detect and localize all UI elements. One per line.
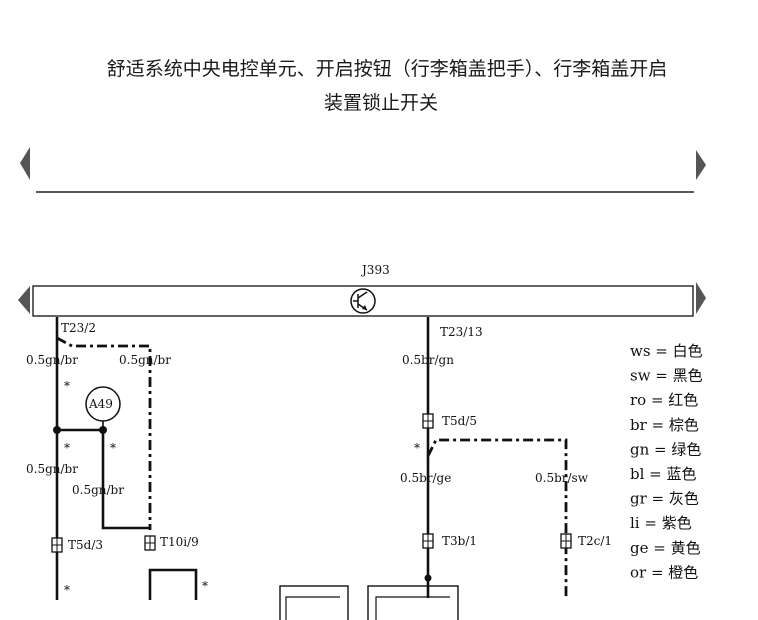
junction-dot — [99, 426, 107, 434]
lower-component-outline — [367, 585, 459, 620]
connector-t5d-3[interactable] — [51, 537, 63, 553]
legend-entry: li = 紫色 — [630, 514, 692, 532]
connector-t2c-1[interactable] — [560, 533, 572, 549]
right-wiring — [426, 317, 568, 600]
note-star: * — [110, 441, 116, 455]
top-nav-bar — [20, 147, 706, 193]
connector-label-t23-2: T23/2 — [61, 321, 96, 335]
lower-component-inner — [285, 596, 340, 620]
legend-entry: ge = 黄色 — [630, 539, 701, 557]
wire-label: 0.5gn/br — [26, 353, 78, 367]
legend-entry: br = 棕色 — [630, 416, 699, 434]
transistor-icon — [350, 288, 376, 314]
legend-entry: gn = 绿色 — [630, 440, 701, 458]
color-legend: ws = 白色 sw = 黑色 ro = 红色 br = 棕色 gn = 绿色 bl = … — [630, 342, 703, 581]
junction-dot — [424, 574, 432, 582]
nav-right-arrow[interactable] — [696, 150, 706, 180]
connector-t5d-5[interactable] — [422, 413, 434, 429]
control-unit-box — [32, 285, 694, 317]
diagram-title-line-1: 舒适系统中央电控单元、开启按钮（行李箱盖把手）、行李箱盖开启 — [106, 58, 668, 80]
control-unit-j393[interactable] — [18, 282, 706, 317]
legend-entry: gr = 灰色 — [630, 490, 699, 508]
note-star: * — [202, 579, 208, 593]
wire-label: 0.5br/gn — [402, 353, 454, 367]
left-wiring — [55, 317, 198, 600]
legend-entry: ro = 红色 — [630, 391, 698, 409]
note-star: * — [414, 441, 420, 455]
wire-label: 0.5br/ge — [400, 471, 451, 485]
wire-label: 0.5gn/br — [26, 462, 78, 476]
connector-label-t3b-1: T3b/1 — [442, 534, 477, 548]
connector-label-t5d-3: T5d/3 — [68, 538, 103, 552]
wire-label: 0.5gn/br — [72, 483, 124, 497]
legend-entry: bl = 蓝色 — [630, 465, 697, 483]
connector-t3b-1[interactable] — [422, 533, 434, 549]
reference-circle-a49[interactable] — [85, 386, 121, 422]
connector-t10i-9[interactable] — [144, 535, 156, 551]
legend-entry: or = 橙色 — [630, 563, 698, 581]
junction-dot — [53, 426, 61, 434]
note-star: * — [64, 441, 70, 455]
wire-label: 0.5gn/br — [119, 353, 171, 367]
unit-left-arrow — [18, 286, 30, 314]
connector-label-t23-13: T23/13 — [440, 325, 483, 339]
connector-label-t2c-1: T2c/1 — [578, 534, 612, 548]
unit-right-arrow — [696, 282, 706, 314]
legend-entry: sw = 黑色 — [630, 367, 703, 385]
note-star: * — [64, 583, 70, 597]
nav-left-arrow[interactable] — [20, 147, 30, 180]
reference-label-a49: A49 — [88, 397, 113, 411]
lower-component-outline — [279, 585, 349, 620]
wire-label: 0.5br/sw — [535, 471, 589, 485]
connector-label-t10i-9: T10i/9 — [160, 535, 199, 549]
component-id-label: J393 — [360, 263, 390, 277]
legend-entry: ws = 白色 — [630, 342, 703, 360]
diagram-title-line-2: 装置锁止开关 — [323, 92, 438, 114]
connector-label-t5d-5: T5d/5 — [442, 414, 477, 428]
note-star: * — [64, 379, 70, 393]
lower-component-inner — [375, 596, 450, 620]
